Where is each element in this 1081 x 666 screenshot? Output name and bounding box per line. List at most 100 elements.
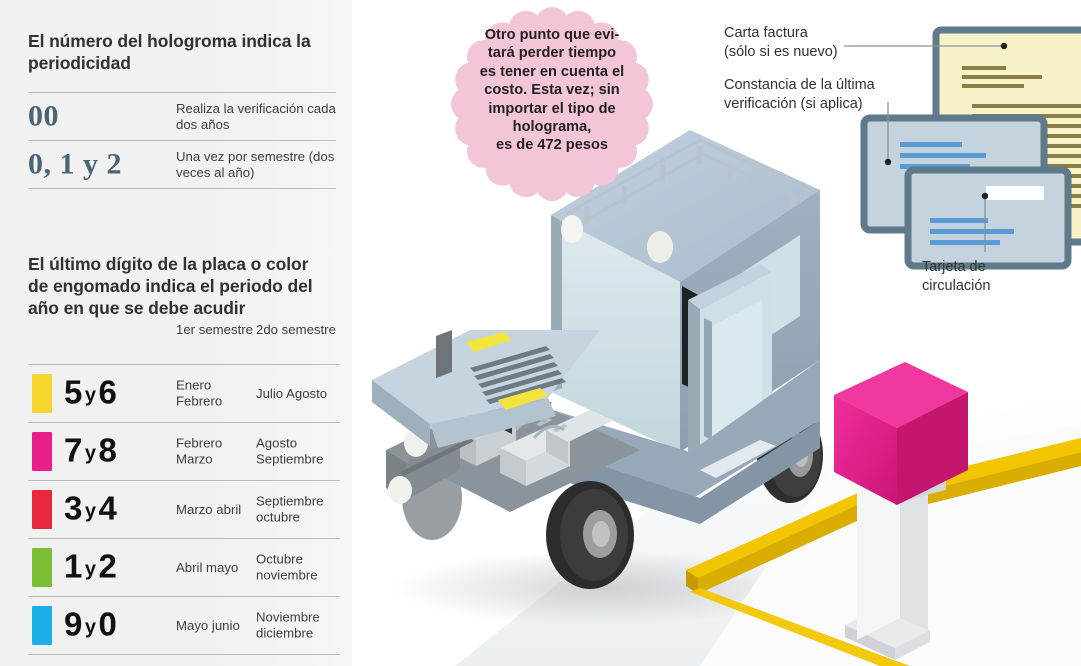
digit-a: 7 [64,430,82,468]
color-swatch [32,606,52,645]
annotation-line: Tarjeta de [922,259,986,275]
engine-fins [520,412,568,432]
hood-grille [470,346,566,404]
digit-a: 3 [64,488,82,526]
annotation-line: verificación (si aplica) [724,96,863,112]
semester1-months: Febrero Marzo [176,435,223,467]
hologram-description: Realiza la verificación cada dos años [176,100,336,132]
truck-bumper-top [386,424,460,462]
document-carta-factura [932,26,1081,246]
conjunction: y [84,441,96,464]
semester2-months: Agosto Septiembre [256,435,324,467]
callout-line: es de 472 pesos [496,137,608,154]
engine-parts [452,392,612,486]
digit-a: 9 [64,604,82,642]
card-text-lines-2 [930,218,1014,245]
documents-cluster [860,26,1081,270]
table-header-row: 1er semestre 2do semestre [28,322,340,364]
conjunction: y [84,557,96,580]
semester1-months: Abril mayo [176,559,239,575]
starburst-shape [451,7,653,201]
truck-open-hood [372,330,600,448]
truck-front-wheel [546,481,634,589]
card-white-strip [986,186,1044,200]
callout-line: tará perder tiempo [487,45,617,62]
callout-line: Otro punto que evi- [484,27,620,43]
annotation-constancia: Constancia de la última verificación (si… [724,76,875,114]
annotation-line: Constancia de la última [724,77,875,93]
dot-tarjeta [981,192,989,200]
testing-platform [686,424,1081,666]
document-constancia [860,114,1048,234]
semester2-months: Septiembre octubre [256,493,324,525]
digit-a: 5 [64,372,82,410]
callout-text: Otro punto que evi- tará perder tiempo e… [460,26,644,155]
hologram-table: 00 Realiza la verificación cada dos años… [28,92,336,189]
card-text-lines [900,142,986,169]
digit-b: 8 [98,430,117,468]
truck-rear-wheel [757,407,823,503]
annotation-line: Carta factura [724,25,808,41]
semester1-months: Enero Febrero [176,377,223,409]
truck-front-wheel-left [402,456,462,540]
hologram-description: Una vez por semestre (dos veces al año) [176,148,335,180]
conjunction: y [84,615,96,638]
hood-prop [436,330,452,378]
truck-headlight-left [404,429,428,457]
annotation-dots [884,42,1008,200]
annotation-line: circulación [922,278,991,294]
left-panel: El número del hologroma indica la period… [0,0,352,666]
callout-line: importar el tipo de [488,100,616,117]
conjunction: y [84,499,96,522]
truck-lamp-mid [647,231,673,263]
hood-lamp-right [498,388,548,410]
color-swatch [32,548,52,587]
column-header-sem2: 2do semestre [256,322,336,337]
digit-b: 0 [98,604,117,642]
hologram-number: 00 [28,98,59,132]
engine-hoses [514,416,565,440]
table-row: 0, 1 y 2 Una vez por semestre (dos veces… [28,140,336,189]
truck-side-badge [731,430,747,442]
color-swatch [32,374,52,413]
truck-shadow [390,550,810,626]
truck-chassis [520,360,820,524]
hologram-number: 0, 1 y 2 [28,146,122,180]
semester2-months: Octubre noviembre [256,551,318,583]
cost-callout: Otro punto que evi- tará perder tiempo e… [434,0,670,214]
semester1-months: Marzo abril [176,501,242,517]
digit-b: 6 [98,372,117,410]
section1-heading: El número del hologroma indica la period… [28,31,311,73]
color-swatch [32,490,52,529]
digit-b: 4 [98,488,117,526]
document-tarjeta-circulacion [904,166,1072,270]
truck-headlight-right [388,476,412,504]
document-text-lines [962,66,1081,208]
callout-line: costo. Esta vez; sin [484,82,620,99]
truck-engine-bay [386,392,640,512]
digit-a: 1 [64,546,82,584]
left-panel-bg [0,0,352,666]
annotation-carta-factura: Carta factura (sólo si es nuevo) [724,24,838,62]
semester2-months: Noviembre diciembre [256,609,320,641]
section2-heading: El último dígito de la placa o color de … [28,254,313,318]
semester2-months: Julio Agosto [256,385,328,401]
emissions-machine [834,362,968,660]
digit-b: 2 [98,546,117,584]
conjunction: y [84,383,96,406]
annotation-tarjeta-circulacion: Tarjeta de circulación [922,258,991,296]
color-swatch [32,432,52,471]
annotation-line: (sólo si es nuevo) [724,44,838,60]
truck-lamp-upper [561,215,583,243]
